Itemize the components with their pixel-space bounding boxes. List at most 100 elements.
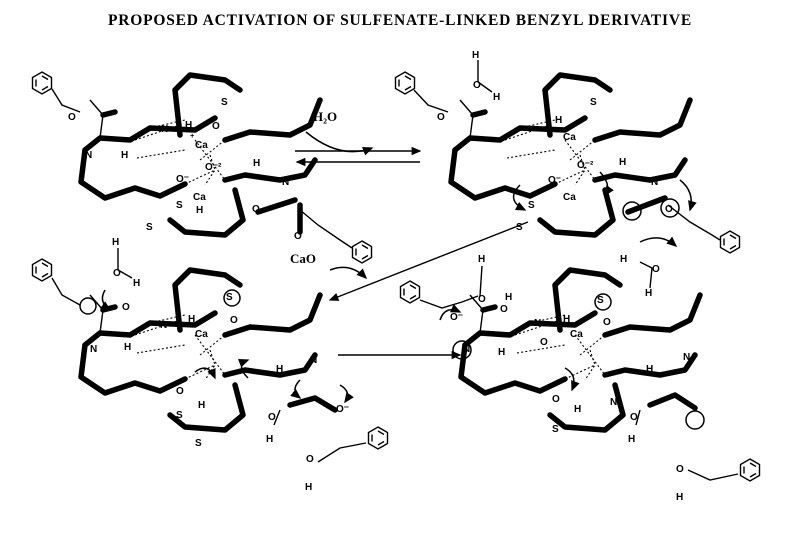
atom-label: N bbox=[463, 344, 470, 355]
atom-label: O bbox=[113, 268, 121, 279]
atom-label: H bbox=[188, 314, 195, 325]
atom-label: H bbox=[124, 342, 131, 353]
atom-label: O bbox=[230, 315, 238, 326]
carboxylate-3 bbox=[287, 395, 338, 413]
electron-ring-3b bbox=[223, 289, 241, 307]
benzyl-ring-1a bbox=[31, 71, 53, 95]
atom-label: O bbox=[473, 80, 481, 91]
curved-arrow-2d bbox=[639, 236, 678, 247]
curved-arrow-3a bbox=[100, 289, 112, 311]
atom-label: H bbox=[276, 364, 283, 375]
atom-label: H bbox=[628, 434, 635, 445]
benzyl-linker-4b bbox=[687, 469, 739, 481]
atom-label: N bbox=[651, 177, 658, 188]
benzyl-linker-2a bbox=[413, 89, 449, 113]
cao-curved-arrow bbox=[329, 266, 368, 280]
atom-label: O⁻ bbox=[336, 404, 349, 415]
atom-label: O bbox=[212, 121, 220, 132]
atom-label: N bbox=[85, 150, 92, 161]
atom-label: H bbox=[498, 347, 505, 358]
atom-label: O bbox=[603, 317, 611, 328]
scheme-title: PROPOSED ACTIVATION OF SULFENATE-LINKED … bbox=[107, 12, 693, 29]
curved-arrow-2a bbox=[512, 184, 527, 211]
atom-label: N bbox=[90, 344, 97, 355]
benzyl-linker-1a bbox=[51, 88, 81, 113]
atom-label: S bbox=[221, 97, 228, 108]
benzyl-ring-2a bbox=[394, 71, 416, 95]
calcium-oxide-label: CaO bbox=[290, 251, 316, 266]
benzyl-ring-2b bbox=[719, 230, 741, 254]
atom-label: O bbox=[552, 394, 560, 405]
atom-label: H bbox=[478, 254, 485, 265]
atom-label: O bbox=[437, 112, 445, 123]
atom-label: H bbox=[619, 157, 626, 168]
atom-label: O bbox=[306, 454, 314, 465]
benzyl-linker-2b bbox=[667, 204, 721, 241]
atom-label: Ca bbox=[563, 192, 576, 203]
atom-label: S bbox=[176, 200, 183, 211]
curved-arrow-2b bbox=[599, 171, 614, 197]
water-molecule-3 bbox=[117, 248, 133, 279]
atom-label: S bbox=[516, 222, 523, 233]
water-curved-arrow bbox=[305, 131, 374, 156]
atom-label: O⁻ bbox=[450, 312, 463, 323]
atom-label: H bbox=[133, 278, 140, 289]
atom-label: N bbox=[161, 124, 168, 135]
atom-label: O bbox=[540, 337, 548, 348]
carbonyl-2b bbox=[625, 195, 668, 215]
atom-label: O⁻² bbox=[577, 160, 594, 171]
diagonal-arrow bbox=[328, 221, 529, 301]
atom-label: H bbox=[266, 434, 273, 445]
atom-label: N bbox=[310, 355, 317, 366]
atom-label: H bbox=[505, 292, 512, 303]
benzyl-linker-1b bbox=[299, 209, 353, 249]
hydroxyl-bond-4a bbox=[479, 265, 483, 297]
water-molecule-2b bbox=[639, 261, 653, 289]
benzyl-ring-1b bbox=[351, 240, 373, 264]
atom-label: O bbox=[665, 204, 673, 215]
atom-label: H bbox=[646, 364, 653, 375]
atom-label: N bbox=[683, 352, 690, 363]
curved-arrow-3c bbox=[237, 359, 250, 379]
atom-label: H bbox=[563, 314, 570, 325]
atom-label: H bbox=[645, 288, 652, 299]
atom-label: S bbox=[597, 295, 604, 306]
atom-label: Ca bbox=[195, 140, 208, 151]
atom-label: Ca bbox=[563, 132, 576, 143]
curved-arrow-3b bbox=[194, 367, 216, 380]
benzyl-ring-3a bbox=[31, 258, 53, 282]
benzyl-ring-4b bbox=[739, 458, 761, 482]
atom-label: O⁻² bbox=[205, 162, 222, 173]
water-reagent: H₂O bbox=[313, 109, 337, 124]
atom-label: H bbox=[196, 205, 203, 216]
atom-label: O bbox=[652, 264, 660, 275]
atom-label: O bbox=[478, 294, 486, 305]
curved-arrow-4a bbox=[439, 304, 462, 321]
atom-label: Ca bbox=[193, 192, 206, 203]
atom-label: H bbox=[676, 492, 683, 503]
hydroxyl-bond-3 bbox=[273, 409, 281, 426]
carboxyl-4 bbox=[647, 392, 698, 411]
electron-ring-3 bbox=[79, 297, 97, 315]
complex-2 bbox=[451, 75, 690, 235]
carbonyl-1b bbox=[255, 197, 298, 215]
atom-label: O bbox=[294, 231, 302, 242]
atom-label: H bbox=[493, 92, 500, 103]
atom-label: H bbox=[253, 158, 260, 169]
atom-label: H bbox=[555, 115, 562, 126]
benzyl-ring-3b bbox=[367, 426, 389, 450]
charge-label: + bbox=[190, 131, 195, 140]
curved-arrow-3d bbox=[290, 379, 302, 399]
atom-label: S bbox=[176, 410, 183, 421]
atom-label: Ca bbox=[195, 329, 208, 340]
electron-ring-4c bbox=[685, 410, 705, 430]
electron-ring-2b bbox=[660, 198, 680, 218]
atom-label: H bbox=[305, 482, 312, 493]
atom-label: N bbox=[534, 318, 541, 329]
electron-ring-4b bbox=[594, 293, 612, 311]
atom-label: S bbox=[590, 97, 597, 108]
atom-label: H bbox=[112, 237, 119, 248]
benzyl-linker-3b bbox=[317, 442, 367, 463]
atom-label: H bbox=[121, 150, 128, 161]
